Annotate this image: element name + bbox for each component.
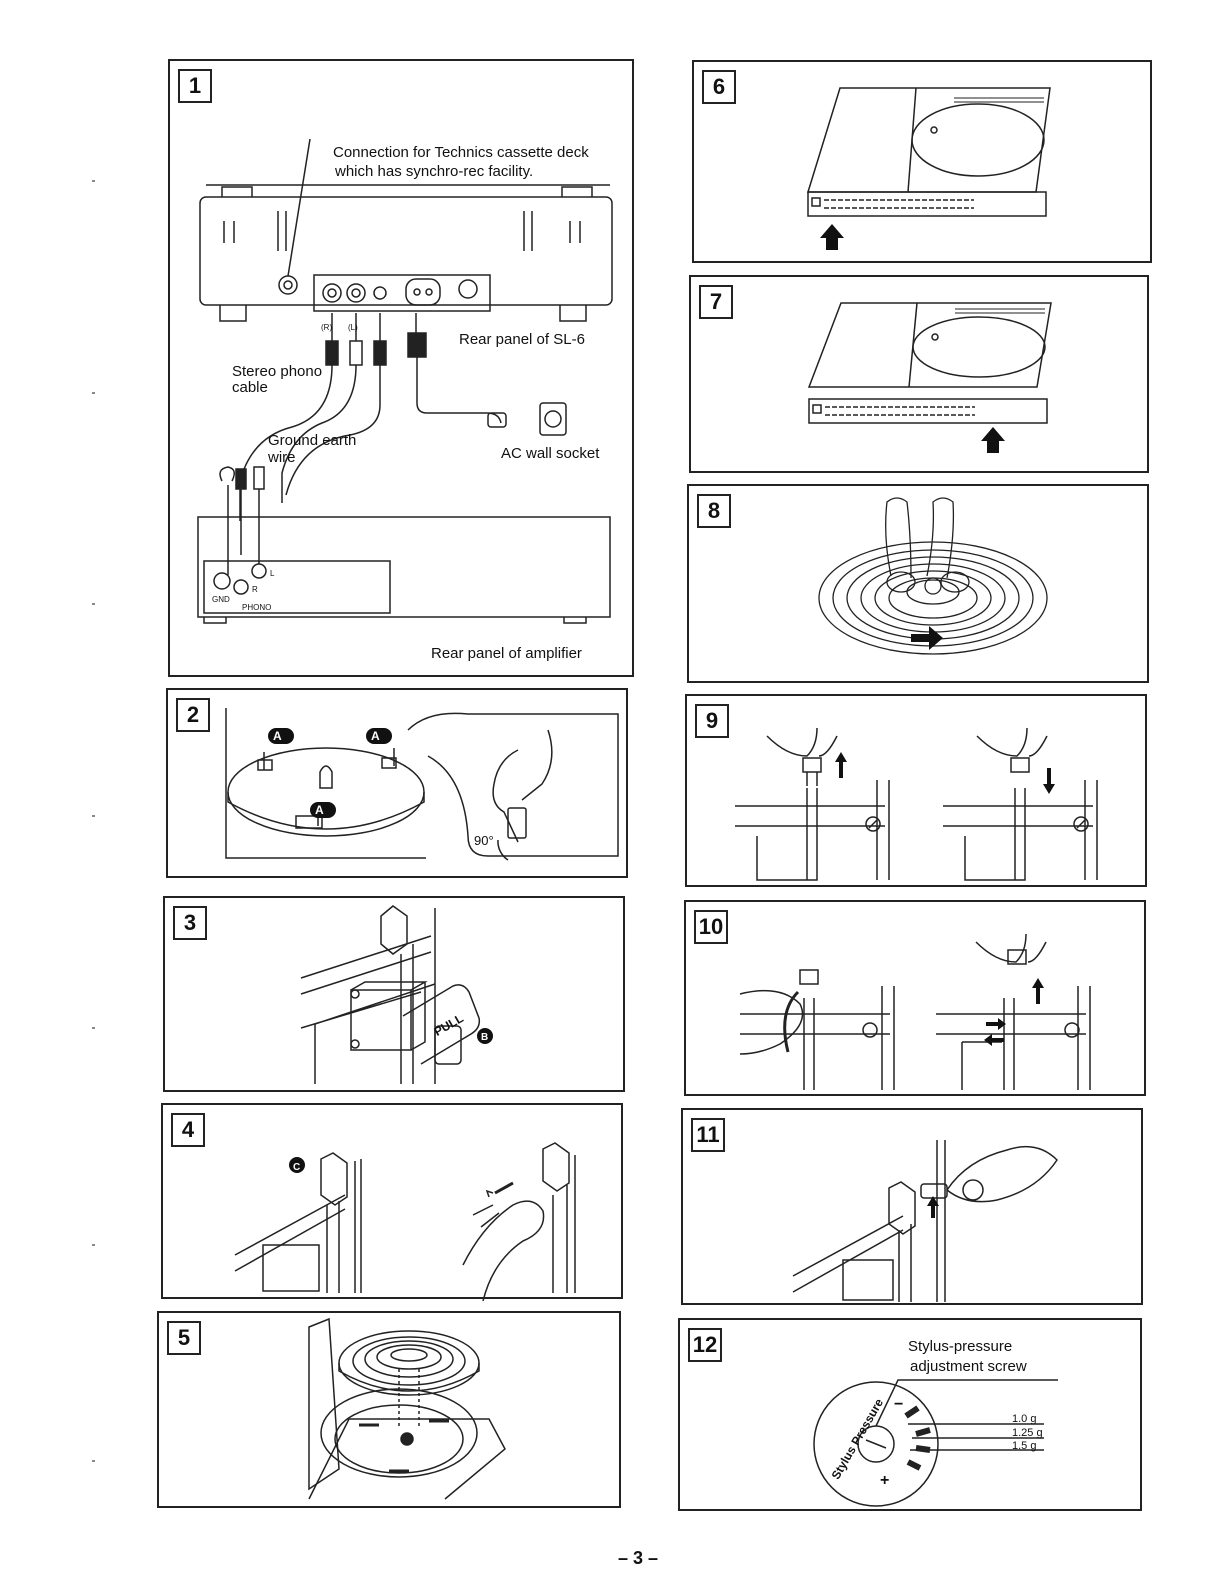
stereo-phono-cable-label: Stereo phono	[232, 363, 323, 380]
transit-screw-removal-illustration	[168, 690, 626, 876]
plug-l-label: (L)	[348, 323, 358, 332]
connection-note: Connection for Technics cassette deck	[333, 144, 589, 161]
marker-a-3: A	[315, 803, 324, 817]
step-12-panel: 12 Stylus-pressure adjustment screw Styl…	[678, 1318, 1142, 1511]
weight-1-25g: 1.25 g	[1012, 1427, 1043, 1439]
front-panel-open-illustration	[694, 62, 1150, 250]
step-number: 3	[173, 906, 207, 940]
margin-mark	[92, 1244, 95, 1246]
margin-mark	[92, 1027, 95, 1029]
rear-panel-amplifier-label: Rear panel of amplifier	[431, 645, 582, 662]
plug-r-label: (R)	[321, 323, 333, 332]
marker-a-2: A	[371, 729, 380, 743]
front-panel-close-illustration	[691, 277, 1147, 453]
weight-1-5g: 1.5 g	[1012, 1440, 1037, 1452]
step-1-panel: 1	[168, 59, 634, 677]
dial-minus: −	[894, 1396, 904, 1413]
step-5-panel: 5	[157, 1311, 621, 1508]
marker-c: C	[293, 1162, 301, 1173]
step-6-panel: 6	[692, 60, 1152, 263]
connection-note-cont: which has synchro-rec facility.	[335, 163, 534, 180]
step-number: 10	[694, 910, 728, 944]
jack-r-label: R	[252, 585, 258, 594]
step-number: 5	[167, 1321, 201, 1355]
step-4-panel: 4 C	[161, 1103, 623, 1299]
step-number: 1	[178, 69, 212, 103]
step-3-panel: 3 PULL B	[163, 896, 625, 1092]
stylus-removal-illustration	[686, 902, 1144, 1094]
step-number: 2	[176, 698, 210, 732]
stylus-attach-illustration	[687, 696, 1145, 885]
record-placement-illustration	[689, 486, 1147, 681]
cartridge-protector-removal-illustration	[165, 898, 493, 1090]
margin-mark	[92, 392, 95, 394]
step-11-panel: 11	[681, 1108, 1143, 1305]
page-number: – 3 –	[618, 1548, 659, 1568]
jack-gnd-label: GND	[212, 595, 230, 604]
margin-mark	[92, 815, 95, 817]
step-9-panel: 9	[685, 694, 1147, 887]
platter-mat-placement-illustration	[159, 1313, 619, 1506]
step-2-panel: 2 A A A 90°	[166, 688, 628, 878]
margin-mark	[92, 603, 95, 605]
ground-earth-wire-label: Ground earth	[268, 432, 357, 449]
step-number: 8	[697, 494, 731, 528]
step-number: 4	[171, 1113, 205, 1147]
stereo-phono-cable-label-cont: cable	[232, 379, 268, 396]
marker-a-1: A	[273, 729, 282, 743]
margin-mark	[92, 180, 95, 182]
dial-plus: +	[880, 1472, 890, 1489]
step-number: 9	[695, 704, 729, 738]
step-7-panel: 7	[689, 275, 1149, 473]
jack-phono-label: PHONO	[242, 603, 272, 612]
step-number: 6	[702, 70, 736, 104]
step-number: 11	[691, 1118, 725, 1152]
screw-label: Stylus-pressure	[908, 1338, 1013, 1355]
ac-wall-socket-label: AC wall socket	[501, 445, 600, 462]
weight-1-0g: 1.0 g	[1012, 1413, 1037, 1425]
stylus-tip-attach-illustration	[683, 1110, 1141, 1303]
step-number: 7	[699, 285, 733, 319]
jack-l-label: L	[270, 569, 275, 578]
turntable-rear-connection-illustration	[170, 61, 632, 675]
step-number: 12	[688, 1328, 722, 1362]
ground-earth-wire-label-cont: wire	[268, 449, 296, 466]
cartridge-removal-illustration	[163, 1105, 621, 1297]
stylus-pressure-dial-illustration	[680, 1320, 1140, 1509]
screw-label-cont: adjustment screw	[910, 1358, 1027, 1375]
marker-b: B	[481, 1032, 489, 1043]
step-10-panel: 10	[684, 900, 1146, 1096]
rotation-angle-label: 90°	[474, 833, 494, 848]
rear-panel-sl6-label: Rear panel of SL-6	[459, 331, 585, 348]
margin-mark	[92, 1460, 95, 1462]
step-8-panel: 8	[687, 484, 1149, 683]
